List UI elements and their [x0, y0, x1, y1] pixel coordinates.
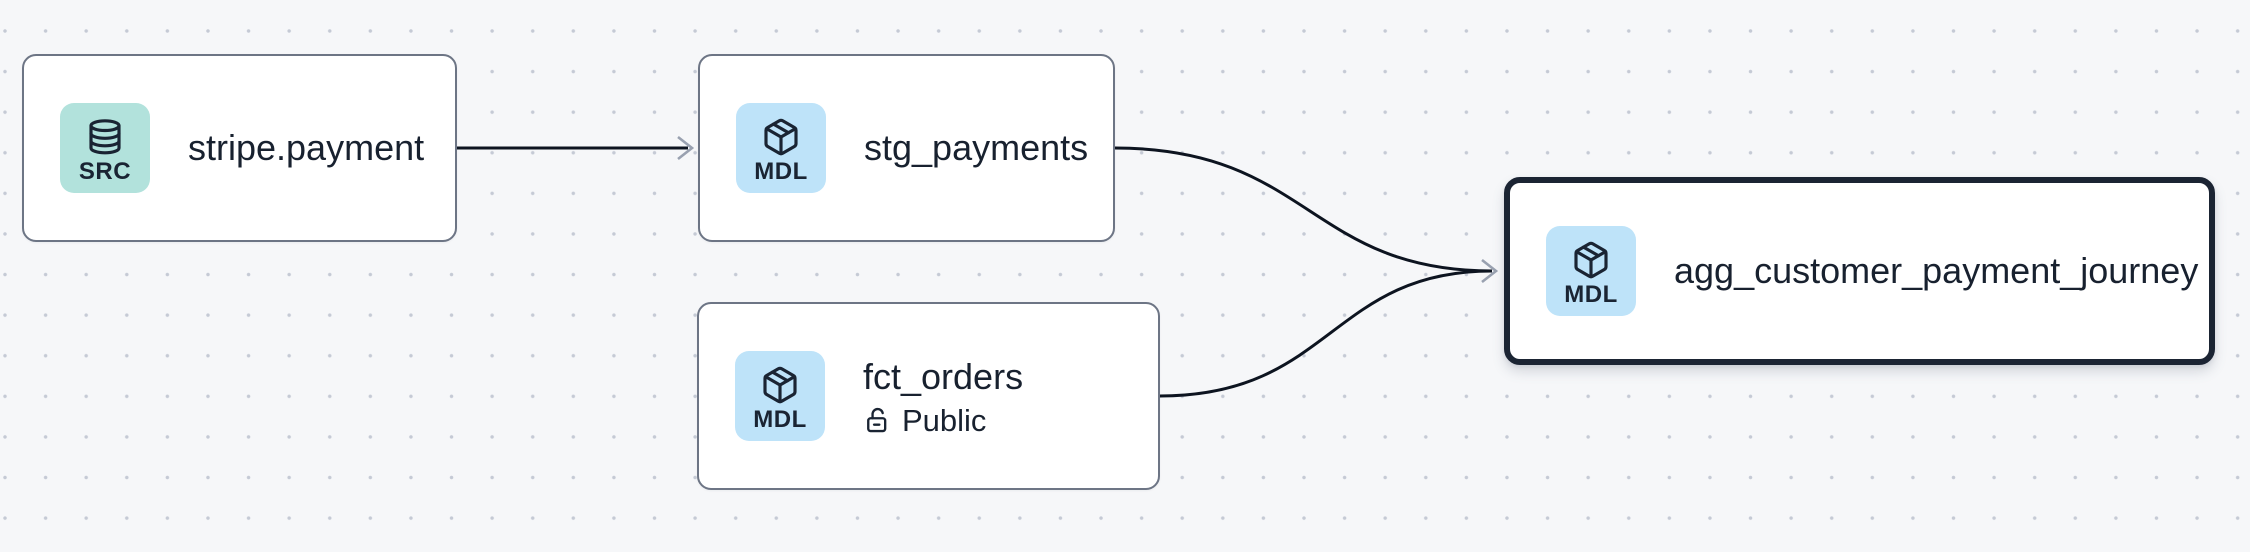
lock-open-icon	[867, 408, 887, 433]
node-title: fct_orders	[863, 356, 1024, 398]
visibility-row: Public	[863, 405, 1023, 436]
badge-label: MDL	[754, 157, 808, 185]
database-icon	[89, 118, 121, 154]
cube-icon	[764, 118, 798, 155]
node-title: stripe.payment	[188, 127, 425, 169]
cube-icon	[763, 366, 797, 403]
badge-label: MDL	[1564, 280, 1618, 308]
node-title: stg_payments	[864, 127, 1089, 169]
node-stripe-payment[interactable]: SRC stripe.payment	[22, 54, 457, 242]
visibility-label: Public	[902, 402, 987, 438]
arrowhead-icon	[1481, 258, 1499, 284]
mdl-badge: MDL	[1546, 226, 1636, 316]
edge-fct-orders-to-agg-customer-payment-journey[interactable]	[1159, 269, 1493, 398]
node-agg-customer-payment-journey[interactable]: MDL agg_customer_payment_journey	[1504, 177, 2215, 365]
arrowhead-icon	[677, 135, 695, 161]
badge-label: SRC	[78, 157, 132, 185]
node-stg-payments[interactable]: MDL stg_payments	[698, 54, 1115, 242]
src-badge: SRC	[60, 103, 150, 193]
mdl-badge: MDL	[735, 351, 825, 441]
badge-label: MDL	[753, 405, 807, 433]
mdl-badge: MDL	[736, 103, 826, 193]
node-fct-orders[interactable]: MDL fct_orders Public	[697, 302, 1160, 490]
cube-icon	[1574, 241, 1608, 278]
node-title: agg_customer_payment_journey	[1674, 250, 2199, 292]
edge-stg-payments-to-agg-customer-payment-journey[interactable]	[1114, 146, 1493, 273]
